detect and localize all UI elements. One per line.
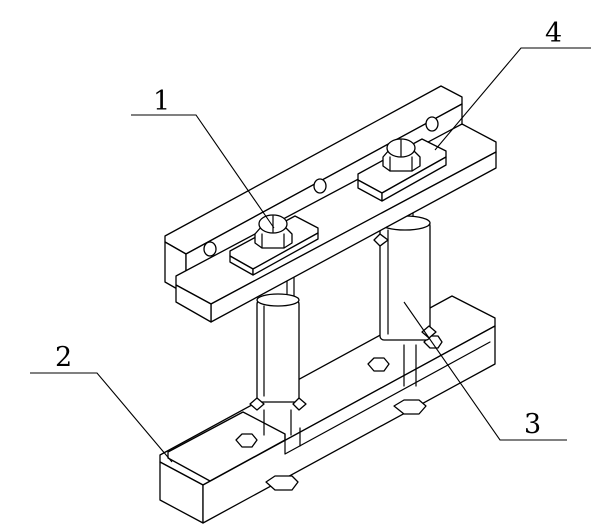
top-beam-hole-2 [313,178,327,194]
left-damper-cap [256,293,300,307]
bottom-nut-right [393,399,427,415]
label-2: 2 [55,342,72,373]
bottom-bolt-a [235,433,258,448]
callout-4: 4 [434,18,591,151]
callout-2: 2 [30,342,173,463]
bottom-nut-left [265,475,299,491]
bottom-bolt-b [367,357,390,372]
right-clamp-plate-front [381,156,447,202]
right-clamp [357,138,447,202]
top-beam [164,85,497,323]
left-damper-nut [249,397,265,411]
leader-line-2 [30,372,173,463]
left-clamp-plate-front [252,232,319,276]
leader-line-3 [403,301,567,441]
callout-1: 1 [131,86,275,229]
bottom-beam-front-face [202,325,496,524]
left-clamp [229,214,319,276]
bottom-beam [159,295,496,524]
right-damper-nut [373,233,389,247]
label-1: 1 [153,86,170,117]
leader-line-1 [131,114,275,229]
top-beam-hole-1 [203,241,217,257]
bottom-beam-inner-edge [284,341,491,455]
top-beam-hole-3 [425,116,439,132]
callout-3: 3 [403,301,567,441]
leader-line-4 [434,47,591,151]
label-4: 4 [545,18,562,49]
left-damper-body [256,299,300,403]
label-3: 3 [524,409,541,440]
left-damper [249,252,307,436]
